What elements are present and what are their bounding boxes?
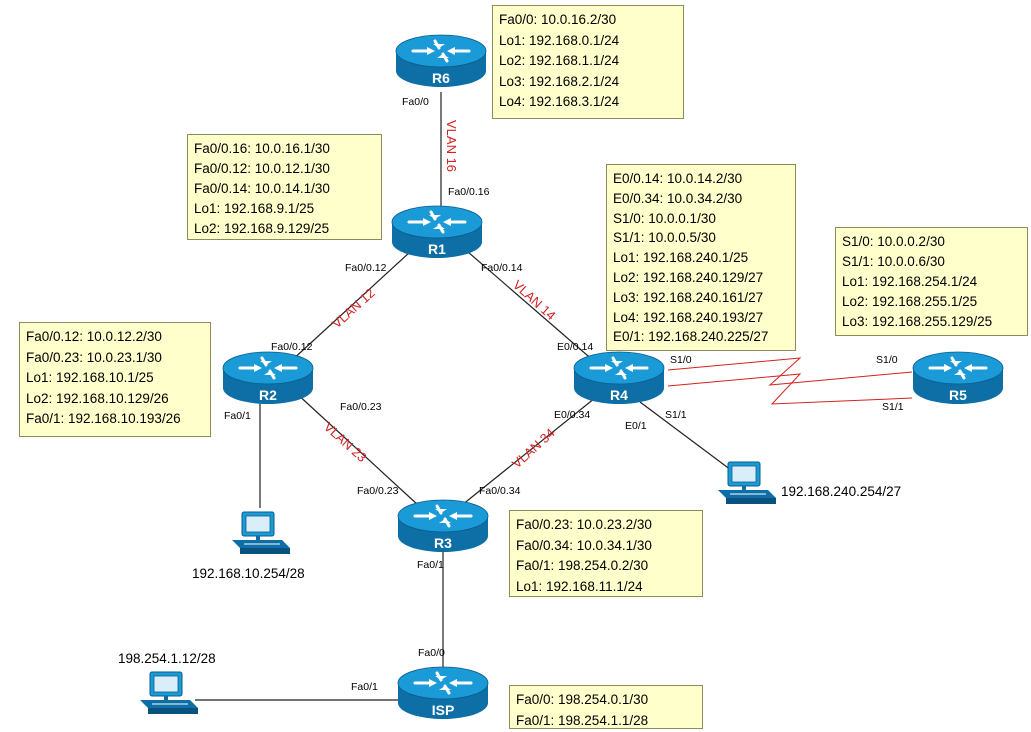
router-name: R6 xyxy=(432,70,450,86)
info-line: S1/0: 10.0.0.1/30 xyxy=(613,210,716,226)
vlan-label-12: VLAN 12 xyxy=(329,285,378,331)
serial-link-s10 xyxy=(667,357,913,386)
interface-label: E0/1 xyxy=(625,420,647,432)
info-line: S1/0: 10.0.0.2/30 xyxy=(842,234,945,249)
interface-label: Fa0/0.14 xyxy=(481,262,523,274)
info-line: Lo2: 192.168.9.129/25 xyxy=(194,221,330,236)
interface-label: Fa0/0.34 xyxy=(479,485,521,497)
router-r6[interactable]: R6 xyxy=(394,33,488,89)
vlan-label-23: VLAN 23 xyxy=(321,419,370,465)
interface-label: Fa0/0.12 xyxy=(271,341,313,353)
info-line: Lo1: 192.168.11.1/24 xyxy=(516,578,643,594)
interface-label: E0/0.14 xyxy=(557,341,593,353)
info-line: Fa0/0.12: 10.0.12.1/30 xyxy=(194,161,330,176)
info-line: Fa0/1: 192.168.10.193/26 xyxy=(26,411,181,426)
info-line: Fa0/1: 198.254.0.2/30 xyxy=(516,558,649,573)
info-line: Lo3: 192.168.240.161/27 xyxy=(613,289,764,305)
router-r1[interactable]: R1 xyxy=(390,204,484,260)
router-name: R1 xyxy=(428,241,446,257)
info-line: Lo3: 192.168.2.1/24 xyxy=(499,73,620,89)
info-line: Fa0/0.23: 10.0.23.1/30 xyxy=(26,349,162,365)
link-r1-r2 xyxy=(289,251,411,363)
info-box-r6: Fa0/0: 10.0.16.2/30 Lo1: 192.168.0.1/24 … xyxy=(492,5,684,119)
link-r2-r3 xyxy=(294,391,419,506)
host-label-r4-lan: 192.168.240.254/27 xyxy=(781,484,901,499)
vlan-label-16: VLAN 16 xyxy=(444,120,459,172)
interface-label: Fa0/0 xyxy=(402,96,429,108)
pc-r4-lan[interactable] xyxy=(717,461,777,505)
router-name: R2 xyxy=(259,387,277,403)
host-label-r2-lan: 192.168.10.254/28 xyxy=(192,566,305,581)
link-r4-r3 xyxy=(461,397,596,506)
info-box-r1: Fa0/0.16: 10.0.16.1/30 Fa0/0.12: 10.0.12… xyxy=(187,134,382,240)
info-line: Lo2: 192.168.10.129/26 xyxy=(26,390,169,406)
router-r2[interactable]: R2 xyxy=(221,350,315,406)
router-name: R5 xyxy=(949,387,967,403)
info-line: E0/1: 192.168.240.225/27 xyxy=(613,329,769,345)
pc-isp-lan[interactable] xyxy=(139,671,199,715)
info-line: Fa0/0: 10.0.16.2/30 xyxy=(499,12,617,27)
info-line: Lo3: 192.168.255.129/25 xyxy=(842,314,993,329)
interface-label: Fa0/0.16 xyxy=(448,186,490,198)
interface-label: S1/0 xyxy=(670,354,692,366)
interface-label: Fa0/1 xyxy=(417,559,444,571)
serial-link-s11 xyxy=(667,373,913,405)
pc-r2-lan[interactable] xyxy=(231,511,291,555)
info-line: Lo1: 192.168.10.1/25 xyxy=(26,370,154,385)
interface-label: S1/1 xyxy=(665,409,687,421)
info-box-r3: Fa0/0.23: 10.0.23.2/30 Fa0/0.34: 10.0.34… xyxy=(509,510,703,597)
info-line: E0/0.14: 10.0.14.2/30 xyxy=(613,171,743,186)
info-line: Lo2: 192.168.255.1/25 xyxy=(842,294,978,309)
info-line: Lo1: 192.168.0.1/24 xyxy=(499,32,620,48)
info-line: Fa0/0.16: 10.0.16.1/30 xyxy=(194,141,330,156)
router-r5[interactable]: R5 xyxy=(911,350,1005,406)
info-line: Fa0/0.23: 10.0.23.2/30 xyxy=(516,517,652,532)
interface-label: Fa0/1 xyxy=(224,410,251,422)
link-r1-r4 xyxy=(467,251,596,363)
info-line: Fa0/0.14: 10.0.14.1/30 xyxy=(194,181,330,196)
info-line: Lo1: 192.168.254.1/24 xyxy=(842,274,978,289)
router-name: R4 xyxy=(610,387,628,403)
interface-label: S1/0 xyxy=(876,354,898,366)
info-line: Fa0/1: 198.254.1.1/28 xyxy=(516,712,649,728)
interface-label: S1/1 xyxy=(882,401,904,413)
link-r4-pc xyxy=(639,401,736,474)
info-box-r5: S1/0: 10.0.0.2/30 S1/1: 10.0.0.6/30 Lo1:… xyxy=(835,227,1028,336)
interface-label: Fa0/0.12 xyxy=(345,262,387,274)
info-line: Lo2: 192.168.1.1/24 xyxy=(499,53,620,68)
router-r4[interactable]: R4 xyxy=(572,350,666,406)
router-name: R3 xyxy=(434,535,452,551)
info-line: Lo1: 192.168.240.1/25 xyxy=(613,250,749,266)
serial-links xyxy=(667,357,913,405)
info-line: Fa0/0.34: 10.0.34.1/30 xyxy=(516,537,652,553)
info-line: Fa0/0.12: 10.0.12.2/30 xyxy=(26,329,162,344)
info-box-r2: Fa0/0.12: 10.0.12.2/30 Fa0/0.23: 10.0.23… xyxy=(19,322,211,437)
interface-label: E0/0.34 xyxy=(554,409,590,421)
info-line: Lo4: 192.168.240.193/27 xyxy=(613,309,764,325)
links xyxy=(195,92,736,701)
router-r3[interactable]: R3 xyxy=(396,498,490,554)
info-line: Fa0/0: 198.254.0.1/30 xyxy=(516,692,649,707)
interface-label: Fa0/0.23 xyxy=(357,485,399,497)
info-line: E0/0.34: 10.0.34.2/30 xyxy=(613,190,743,206)
host-label-isp-lan: 198.254.1.12/28 xyxy=(118,651,216,666)
vlan-label-34: VLAN 34 xyxy=(509,425,558,471)
router-name: ISP xyxy=(432,702,455,718)
router-isp[interactable]: ISP xyxy=(396,665,490,721)
info-box-isp: Fa0/0: 198.254.0.1/30 Fa0/1: 198.254.1.1… xyxy=(509,685,703,729)
interface-label: Fa0/0 xyxy=(418,647,445,659)
info-box-r4: E0/0.14: 10.0.14.2/30 E0/0.34: 10.0.34.2… xyxy=(606,164,796,351)
info-line: S1/1: 10.0.0.5/30 xyxy=(613,230,716,246)
interface-label: Fa0/0.23 xyxy=(340,401,382,413)
info-line: Lo1: 192.168.9.1/25 xyxy=(194,201,315,216)
info-line: S1/1: 10.0.0.6/30 xyxy=(842,254,945,269)
vlan-label-14: VLAN 14 xyxy=(510,277,559,323)
info-line: Lo2: 192.168.240.129/27 xyxy=(613,269,764,285)
info-line: Lo4: 192.168.3.1/24 xyxy=(499,94,620,109)
interface-label: Fa0/1 xyxy=(351,681,378,693)
